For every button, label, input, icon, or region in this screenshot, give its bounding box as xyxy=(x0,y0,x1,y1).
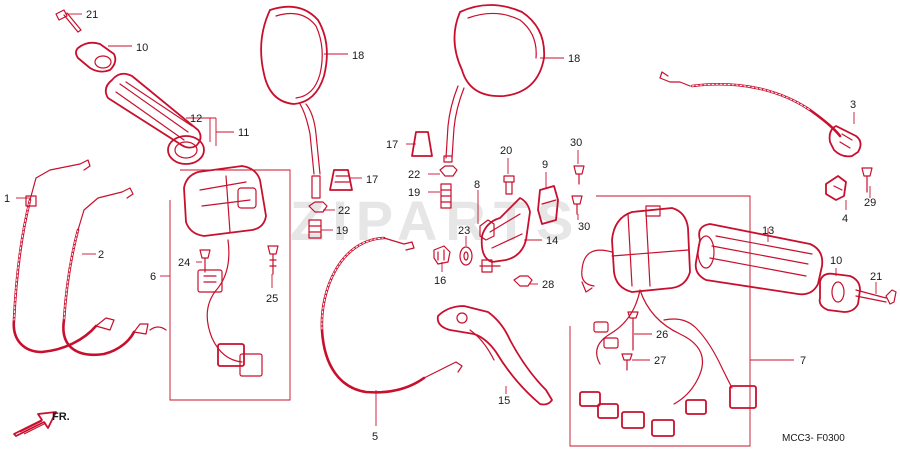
front-arrow-label: FR. xyxy=(52,411,70,423)
throttle-cable-2 xyxy=(62,187,167,357)
callout-30-upper: 30 xyxy=(570,137,582,149)
cap-17-right xyxy=(411,131,433,157)
callout-6: 6 xyxy=(150,271,156,283)
callout-4: 4 xyxy=(842,213,848,225)
callout-16: 16 xyxy=(434,275,446,287)
callout-labels: 21 10 12 11 18 18 17 17 22 19 22 19 20 9… xyxy=(4,9,882,443)
bracket-4 xyxy=(825,175,847,201)
clutch-cable-5 xyxy=(320,236,463,394)
cap-17-left xyxy=(329,169,353,191)
nut-28 xyxy=(513,275,533,287)
leader-lines xyxy=(16,13,877,426)
callout-30-lower: 30 xyxy=(578,221,590,233)
callout-9: 9 xyxy=(542,159,548,171)
bolt-19-left xyxy=(308,219,322,239)
nut-22-right xyxy=(439,165,458,177)
left-switch-6 xyxy=(183,165,267,377)
callout-18-right: 18 xyxy=(568,53,580,65)
callout-7: 7 xyxy=(800,355,806,367)
watermark: ZIPARTS xyxy=(290,189,581,252)
callout-17-right: 17 xyxy=(386,139,398,151)
lever-bracket-14 xyxy=(479,197,531,273)
callout-10-left: 10 xyxy=(136,42,148,54)
bolt-21-left xyxy=(55,9,82,33)
callout-18-left: 18 xyxy=(352,50,364,62)
callout-21-left: 21 xyxy=(86,9,98,21)
bracket-6 xyxy=(169,169,291,401)
screw-24 xyxy=(199,249,211,273)
callout-28: 28 xyxy=(542,279,554,291)
callout-3: 3 xyxy=(850,99,856,111)
mirror-18-left xyxy=(260,5,328,199)
callout-25: 25 xyxy=(266,293,278,305)
screw-26 xyxy=(627,311,639,351)
diagram-code: MCC3- F0300 xyxy=(782,433,845,444)
callout-20: 20 xyxy=(500,145,512,157)
callout-15: 15 xyxy=(498,395,510,407)
callout-8: 8 xyxy=(474,179,480,191)
bolt-20 xyxy=(503,175,515,195)
screw-30-upper xyxy=(573,165,585,185)
callout-23: 23 xyxy=(458,225,470,237)
switch-8 xyxy=(479,219,495,241)
callout-19-right: 19 xyxy=(408,187,420,199)
callout-11: 11 xyxy=(238,127,249,139)
choke-cable-3 xyxy=(659,71,862,158)
screw-25 xyxy=(267,245,279,275)
callout-14: 14 xyxy=(546,235,558,247)
bar-end-weight-10-right xyxy=(818,272,861,313)
bolt-19-right xyxy=(440,183,452,209)
throttle-cable-1 xyxy=(12,159,98,354)
callout-29: 29 xyxy=(864,197,876,209)
callout-26: 26 xyxy=(656,329,668,341)
screw-27 xyxy=(621,353,633,371)
bar-end-weight-10-left xyxy=(75,41,117,73)
callout-1: 1 xyxy=(4,193,10,205)
callout-5: 5 xyxy=(372,431,378,443)
callout-27: 27 xyxy=(654,355,666,367)
bracket-7 xyxy=(569,195,751,447)
nut-16 xyxy=(433,245,451,265)
bolt-21-right xyxy=(855,289,897,305)
screw-30-lower xyxy=(571,195,583,215)
screw-29 xyxy=(861,167,873,193)
callout-17-left: 17 xyxy=(366,174,378,186)
front-direction-arrow: FR. xyxy=(13,411,70,437)
callout-2: 2 xyxy=(98,249,104,261)
callout-24: 24 xyxy=(178,257,190,269)
callout-12: 12 xyxy=(190,113,202,125)
callout-19-left: 19 xyxy=(336,225,348,237)
right-switch-7 xyxy=(579,205,757,437)
left-grip-11 xyxy=(104,72,205,165)
clutch-lever-15 xyxy=(436,305,553,406)
callout-21-right: 21 xyxy=(870,271,882,283)
callout-13: 13 xyxy=(762,225,774,237)
right-grip-13 xyxy=(694,223,824,296)
washer-23 xyxy=(459,246,473,266)
holder-9 xyxy=(537,185,559,225)
callout-10-right: 10 xyxy=(830,255,842,267)
nut-22-left xyxy=(308,201,328,213)
mirror-18-right xyxy=(443,4,545,163)
callout-22-right: 22 xyxy=(408,169,420,181)
callout-22-left: 22 xyxy=(338,205,350,217)
